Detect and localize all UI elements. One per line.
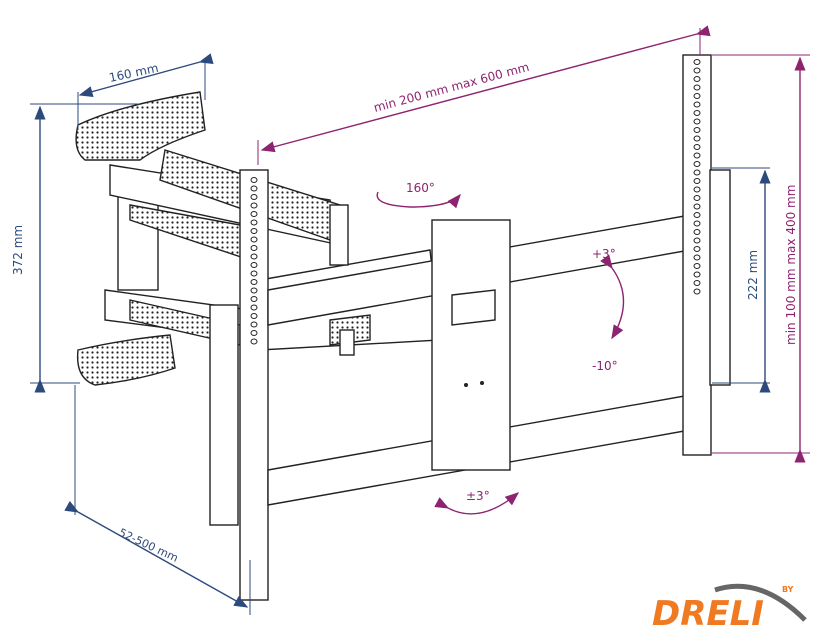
rail-hole	[693, 237, 701, 244]
rail-hole	[693, 186, 701, 193]
logo-text: DRELI	[652, 594, 764, 634]
tilt-up-label: +3°	[592, 247, 616, 261]
rail-hole	[250, 279, 258, 285]
tilt-down-label: -10°	[592, 359, 618, 373]
top-wall-cap	[75, 91, 206, 161]
rail-hole	[250, 219, 258, 226]
dimension-372-label: 372 mm	[11, 225, 25, 275]
rail-hole	[250, 202, 258, 209]
dimension-vertical-vesa-label: min 100 mm max 400 mm	[784, 185, 798, 345]
rail-hole	[693, 288, 701, 295]
rail-hole	[250, 338, 258, 345]
rail-hole	[250, 330, 258, 336]
rail-hole	[693, 67, 701, 74]
rail-hole	[693, 195, 701, 201]
rotation-label: ±3°	[466, 489, 490, 503]
swivel-label: 160°	[406, 181, 435, 195]
rail-hole	[250, 194, 258, 200]
rail-hole	[693, 161, 701, 167]
rail-hole	[250, 304, 258, 311]
rail-hole	[693, 93, 701, 99]
rail-hole	[250, 262, 258, 268]
dimension-horizontal-vesa-label: min 200 mm max 600 mm	[372, 60, 531, 115]
dimension-horizontal-vesa-arrow	[260, 25, 711, 153]
dimension-160-label: 160 mm	[108, 61, 160, 85]
rotation-arrow	[434, 492, 520, 515]
dimension-160-arrow	[78, 53, 214, 98]
rail-hole	[693, 135, 701, 142]
rail-hole	[693, 229, 701, 235]
rail-hole	[250, 185, 258, 192]
swivel-arrow	[376, 191, 461, 209]
rail-hole	[693, 59, 701, 65]
rail-hole	[693, 118, 701, 125]
rail-hole	[693, 220, 701, 227]
rail-hole	[250, 287, 258, 294]
rail-hole	[693, 280, 701, 286]
rail-hole	[693, 110, 701, 116]
logo-by: BY	[782, 585, 794, 594]
tilt-arrow	[600, 254, 625, 340]
dreli-logo: DRELI BY	[652, 583, 807, 634]
rail-hole	[250, 245, 258, 251]
rail-hole	[693, 144, 701, 150]
rail-hole	[693, 212, 701, 218]
rail-hole	[250, 296, 258, 302]
rail-hole	[693, 169, 701, 176]
dimension-extension-label: 52-500 mm	[117, 526, 180, 565]
rail-hole	[693, 271, 701, 278]
rail-hole	[250, 177, 258, 183]
rail-hole	[693, 254, 701, 261]
rail-hole	[693, 203, 701, 210]
rail-hole	[250, 228, 258, 234]
rail-hole	[250, 236, 258, 243]
rail-hole	[250, 321, 258, 328]
wall-mount-drawing	[75, 54, 731, 601]
rail-hole	[693, 263, 701, 269]
rail-hole	[693, 152, 701, 159]
rail-hole	[693, 84, 701, 91]
rail-hole	[693, 178, 701, 184]
rail-hole	[693, 76, 701, 82]
rail-hole	[250, 253, 258, 260]
rail-hole	[250, 211, 258, 217]
rail-hole	[693, 101, 701, 108]
rail-hole	[693, 127, 701, 133]
rail-hole	[250, 313, 258, 319]
rail-hole	[250, 270, 258, 277]
rail-hole	[693, 246, 701, 252]
bottom-wall-cap	[76, 334, 176, 386]
dimension-222-label: 222 mm	[746, 250, 760, 300]
dimension-extension-arrow	[64, 500, 249, 608]
